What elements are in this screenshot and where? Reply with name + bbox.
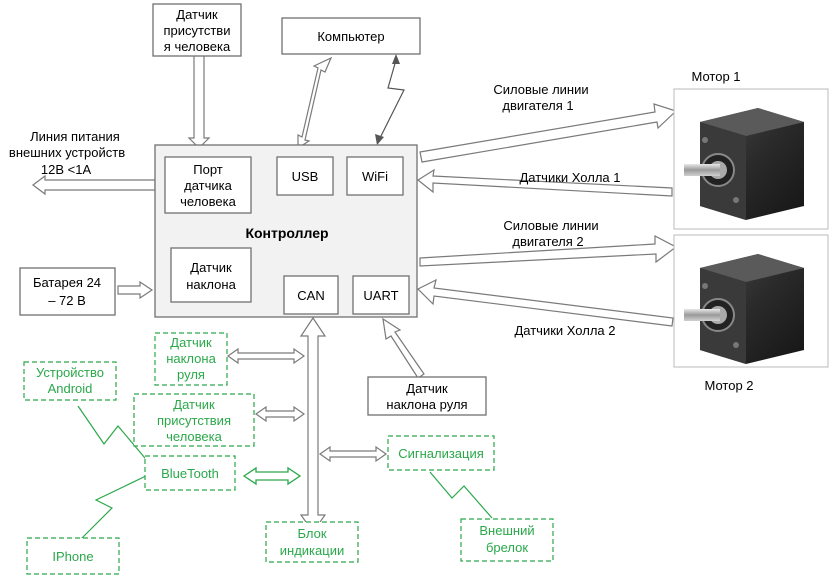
wifi-signal-zigzag bbox=[379, 59, 405, 139]
steering-sensor-label-1: Датчик bbox=[406, 381, 448, 396]
green-steering-box bbox=[154, 332, 228, 386]
steering-sensor-label-2: наклона руля bbox=[386, 397, 467, 412]
power-line-label-2: внешних устройств bbox=[9, 145, 125, 160]
battery-label-2: – 72 В bbox=[48, 293, 86, 308]
green-steering-label-3: руля bbox=[177, 367, 205, 382]
wifi-arrow-tip-bottom bbox=[375, 134, 384, 145]
usb-box bbox=[276, 156, 334, 196]
green-presence-label-1: Датчик bbox=[173, 397, 215, 412]
human-sensor-top-label-1: Датчик bbox=[176, 7, 218, 22]
arrow-can-bus bbox=[299, 316, 327, 534]
arrow-bus-signal bbox=[318, 445, 388, 463]
android-label-2: Android bbox=[48, 381, 93, 396]
iphone-box bbox=[26, 537, 120, 575]
wifi-box bbox=[346, 156, 404, 196]
computer-label: Компьютер bbox=[317, 29, 384, 44]
green-presence-label-2: присутствия bbox=[157, 413, 231, 428]
tilt-box bbox=[170, 247, 252, 303]
computer-box bbox=[281, 17, 421, 55]
arrow-hall1 bbox=[416, 168, 673, 197]
can-box bbox=[283, 275, 339, 315]
uart-box bbox=[352, 275, 410, 315]
keyfob-label-2: брелок bbox=[486, 540, 528, 555]
arrow-hall2 bbox=[416, 278, 674, 327]
arrow-bus-steering bbox=[226, 347, 306, 365]
battery-box bbox=[19, 267, 116, 316]
battery-label-1: Батарея 24 bbox=[33, 275, 101, 290]
port-label-3: человека bbox=[180, 194, 236, 209]
wifi-label: WiFi bbox=[362, 169, 388, 184]
port-label-1: Порт bbox=[193, 162, 223, 177]
usb-label: USB bbox=[292, 169, 319, 184]
power-lines2-label-1: Силовые линии bbox=[503, 218, 598, 233]
arrow-human-sensor-down bbox=[187, 54, 211, 149]
can-label: CAN bbox=[297, 288, 324, 303]
android-box bbox=[23, 361, 117, 401]
motor1-label: Мотор 1 bbox=[691, 69, 740, 84]
green-presence-label-3: человека bbox=[166, 429, 222, 444]
bluetooth-box bbox=[144, 455, 236, 491]
arrow-battery bbox=[117, 280, 154, 300]
keyfob-label-1: Внешний bbox=[479, 523, 534, 538]
arrow-power-motor2 bbox=[419, 235, 678, 267]
arrow-power-line bbox=[32, 174, 156, 196]
iphone-bluetooth-zigzag bbox=[79, 474, 149, 541]
display-label-2: индикации bbox=[280, 543, 344, 558]
green-steering-label-1: Датчик bbox=[170, 335, 212, 350]
display-label-1: Блок bbox=[297, 526, 326, 541]
tilt-label-1: Датчик bbox=[190, 260, 232, 275]
display-box bbox=[265, 521, 359, 563]
iphone-label: IPhone bbox=[52, 549, 93, 564]
arrow-computer-usb bbox=[297, 56, 333, 150]
human-sensor-top-label-2: присутстви bbox=[164, 23, 231, 38]
signal-box bbox=[387, 435, 495, 471]
hall2-label: Датчики Холла 2 bbox=[514, 323, 615, 338]
bluetooth-label: BlueTooth bbox=[161, 466, 219, 481]
android-label-1: Устройство bbox=[36, 365, 104, 380]
uart-label: UART bbox=[363, 288, 398, 303]
port-box bbox=[164, 156, 252, 214]
motor2-image bbox=[673, 234, 829, 368]
arrow-bluetooth-bus bbox=[242, 466, 302, 486]
tilt-label-2: наклона bbox=[186, 277, 236, 292]
arrow-power-motor1 bbox=[419, 103, 678, 163]
green-presence-box bbox=[133, 393, 255, 447]
green-steering-label-2: наклона bbox=[166, 351, 216, 366]
controller-title: Контроллер bbox=[245, 225, 328, 241]
power-lines2-label-2: двигателя 2 bbox=[512, 234, 583, 249]
signal-keyfob-zigzag bbox=[429, 471, 493, 519]
power-lines1-label-1: Силовые линии bbox=[493, 82, 588, 97]
human-sensor-top-box bbox=[152, 3, 242, 57]
power-line-label-1: Линия питания bbox=[30, 129, 120, 144]
arrow-steering-sensor bbox=[382, 317, 425, 379]
signal-label: Сигнализация bbox=[398, 446, 484, 461]
wifi-arrow-tip-top bbox=[392, 54, 400, 64]
port-label-2: датчика bbox=[184, 178, 232, 193]
human-sensor-top-label-3: я человека bbox=[164, 39, 231, 54]
steering-sensor-box bbox=[367, 376, 487, 416]
power-lines1-label-2: двигателя 1 bbox=[502, 98, 573, 113]
motor2-label: Мотор 2 bbox=[704, 378, 753, 393]
hall1-label: Датчики Холла 1 bbox=[519, 170, 620, 185]
keyfob-box bbox=[460, 518, 554, 562]
arrow-bus-presence bbox=[254, 405, 306, 423]
power-line-label-3: 12В <1А bbox=[41, 162, 92, 177]
motor1-image bbox=[673, 88, 829, 230]
